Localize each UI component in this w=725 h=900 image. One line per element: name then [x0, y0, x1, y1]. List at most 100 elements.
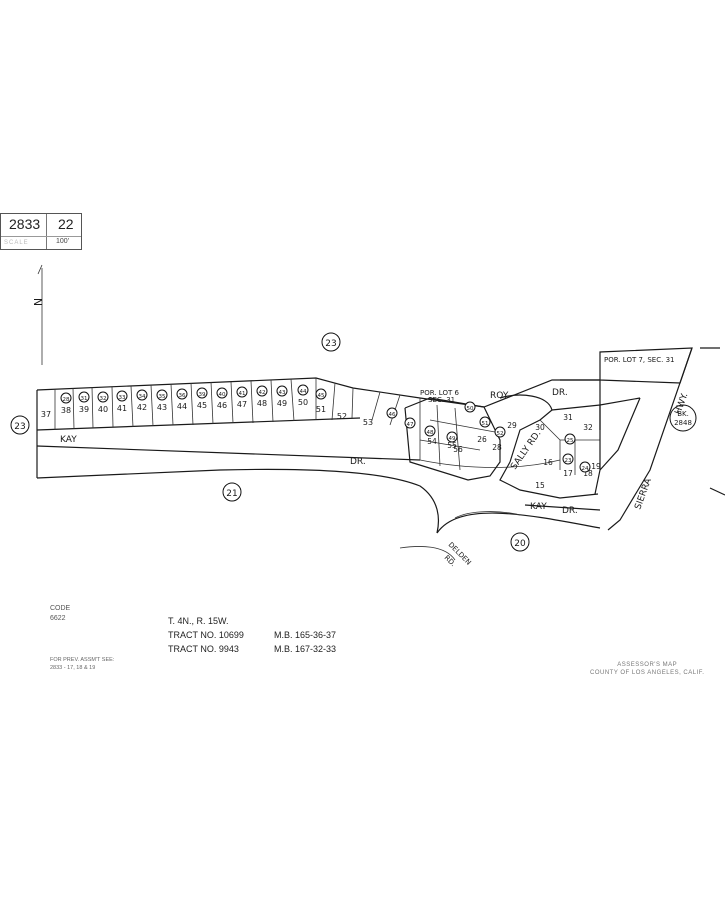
svg-text:23: 23: [325, 339, 336, 349]
street-labels: KAY DR. KAY DR. ROY DR. SALLY RD. DELDEN…: [60, 388, 690, 568]
parcel-number-circle: [216, 387, 228, 399]
parcel-number-east: 23: [565, 458, 572, 464]
lot-number-east: 56: [453, 445, 463, 454]
parcel-number-east: 50: [467, 406, 474, 412]
assessor-line-2: COUNTY OF LOS ANGELES, CALIF.: [590, 670, 705, 676]
parcel-number: 33: [119, 395, 126, 401]
parcel-number-east-circle: [386, 407, 398, 419]
adjoining-page-23-top: 23: [321, 332, 341, 352]
lot-number: 51: [316, 405, 326, 414]
parcel-number: 42: [259, 390, 266, 396]
west-block-outline: [36, 377, 600, 534]
parcel-number-circle: [78, 391, 90, 403]
assessor-line-1: ASSESSOR'S MAP: [617, 662, 678, 668]
parcel-number-circle: [236, 386, 248, 398]
parcel-number-circle: [196, 387, 208, 399]
adjoining-page-23-left: 23: [10, 415, 30, 435]
portion-labels: POR. LOT 6 SEC. 31 POR. LOT 7, SEC. 31: [420, 356, 674, 404]
lot-number: 44: [177, 402, 187, 411]
lot-number: 37: [41, 410, 51, 419]
adjoining-page-20: 20: [510, 532, 530, 552]
street-kay-dr-east-2: DR.: [562, 506, 578, 516]
parcel-number: 34: [139, 394, 146, 400]
ref-line-1: FOR PREV. ASSM'T SEE:: [50, 657, 115, 663]
svg-text:21: 21: [226, 489, 237, 499]
street-kay-dr-west: KAY: [60, 435, 77, 445]
parcel-number: 41: [239, 391, 246, 397]
parcel-number-east-circle: [579, 461, 591, 473]
parcel-number-east-circle: [446, 431, 458, 443]
lot-number-east: 19: [591, 462, 601, 471]
box-divider-vertical: [46, 214, 47, 249]
lot-number-east: 15: [535, 481, 545, 490]
parcel-number-circle: [136, 389, 148, 401]
parcel-number: 35: [159, 394, 166, 400]
parcel-number-east: 25: [567, 438, 574, 444]
lot-number-east: 28: [492, 443, 502, 452]
street-roy-dr-2: DR.: [552, 388, 568, 398]
lot-number-east: 26: [477, 435, 487, 444]
box-divider-horizontal: [1, 236, 81, 237]
street-delden-rd-2: RD.: [443, 554, 457, 568]
street-kay-dr-east: KAY: [530, 502, 547, 512]
parcel-number-east: 24: [582, 466, 589, 472]
road-curves: [399, 487, 725, 561]
code-note: CODE 6622: [50, 604, 70, 624]
lot-number-east: 31: [563, 413, 573, 422]
adjoining-page-21: 21: [222, 482, 242, 502]
parcel-number: 36: [179, 393, 186, 399]
lot-number-east: 32: [583, 423, 593, 432]
north-label: N: [32, 298, 45, 306]
svg-text:23: 23: [14, 422, 25, 432]
tract-info-block: T. 4N., R. 15W. TRACT NO. 10699 M.B. 165…: [168, 614, 336, 656]
por-lot-6-label: POR. LOT 6: [420, 389, 459, 397]
street-sierra-hwy: SIERRA: [633, 476, 654, 511]
lot-number-east: 30: [535, 423, 545, 432]
lot-number: 39: [79, 405, 89, 414]
parcel-number-circle: [297, 384, 309, 396]
lot-number: 50: [298, 398, 308, 407]
lot-number: 45: [197, 401, 207, 410]
parcel-number-circle: [116, 390, 128, 402]
parcel-number-east: 49: [449, 436, 456, 442]
tract-2-label: TRACT NO. 9943: [168, 644, 239, 654]
parcel-number: 39: [199, 392, 206, 398]
assessor-credit: ASSESSOR'S MAP COUNTY OF LOS ANGELES, CA…: [590, 661, 704, 677]
parcel-number-circle: [176, 388, 188, 400]
previous-assessment-note: FOR PREV. ASSM'T SEE: 2833 - 17, 18 & 19: [50, 656, 114, 672]
street-sally-rd: SALLY RD.: [509, 429, 543, 472]
parcel-number-east-circle: [424, 425, 436, 437]
west-lot-dividers: [54, 378, 401, 430]
parcel-number-east: 52: [497, 431, 504, 437]
lot-number: 48: [257, 399, 267, 408]
lot-number: 49: [277, 399, 287, 408]
tract-2-ref: M.B. 167-32-33: [274, 644, 337, 654]
map-book-page-box: 2833 22 SCALE 100': [0, 213, 82, 250]
lot-number: 46: [217, 401, 227, 410]
svg-text:20: 20: [514, 539, 526, 549]
svg-text:BK.: BK.: [677, 410, 689, 418]
street-roy-dr: ROY: [490, 391, 509, 401]
lot-number-east: 29: [507, 421, 517, 430]
township-range: T. 4N., R. 15W.: [168, 616, 229, 626]
parcel-number-circle: [97, 391, 109, 403]
parcel-number-circle: [156, 389, 168, 401]
lot-number-east: 18: [583, 469, 593, 478]
parcel-number: 44: [300, 389, 307, 395]
parcel-number-east: 48: [427, 430, 434, 436]
lot-number: 38: [61, 406, 71, 415]
parcel-number: 31: [81, 396, 88, 402]
lot-number: 40: [98, 405, 108, 414]
lot-number-east: 16: [543, 458, 553, 467]
lot-number: 43: [157, 403, 167, 412]
parcel-number-east: 46: [389, 412, 396, 418]
parcel-number: 43: [279, 390, 286, 396]
book-number: 2833: [9, 216, 41, 232]
lot-number-east: 17: [563, 469, 573, 478]
por-lot-6-sec: SEC. 31: [428, 396, 455, 404]
